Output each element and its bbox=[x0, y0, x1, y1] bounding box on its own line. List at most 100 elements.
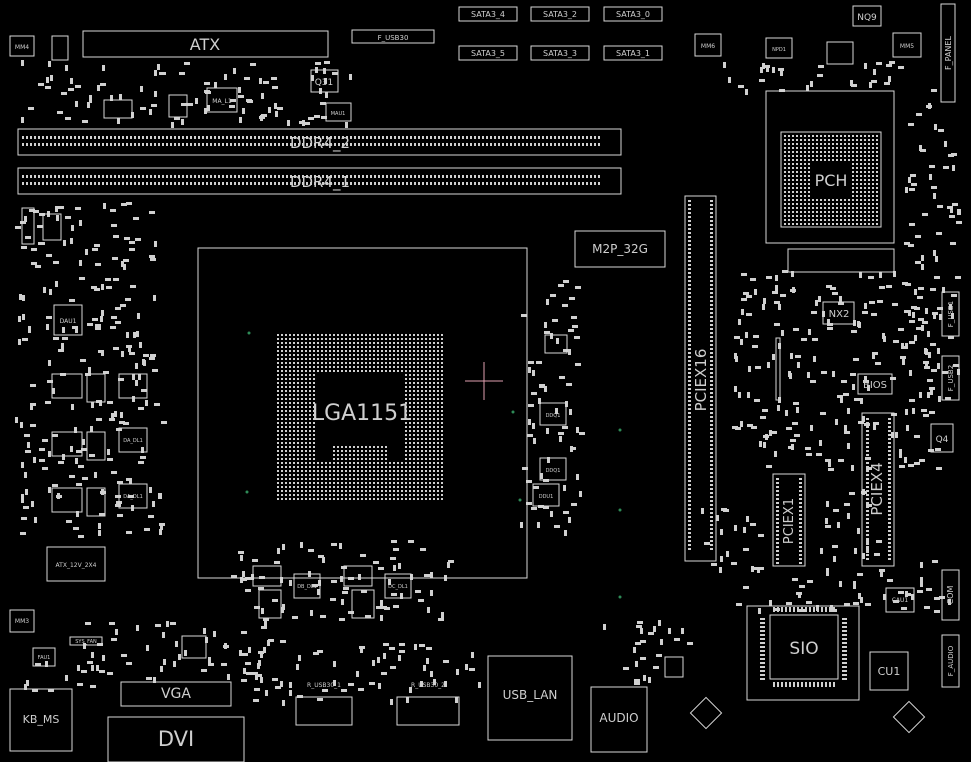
pciex4-slot[interactable] bbox=[861, 412, 895, 567]
cpu-pin bbox=[437, 454, 439, 456]
passive-pad bbox=[774, 323, 780, 326]
passive-pad bbox=[153, 295, 156, 301]
passive-pad bbox=[252, 559, 258, 562]
passive-pad bbox=[101, 350, 104, 356]
passive-pad bbox=[155, 624, 161, 627]
sata3-3-port[interactable] bbox=[530, 45, 590, 61]
sata3-1-port[interactable] bbox=[603, 45, 663, 61]
pch-ball bbox=[876, 223, 878, 225]
passive-pad bbox=[527, 434, 533, 437]
cpu-pin bbox=[329, 370, 331, 372]
pcie-contact bbox=[888, 470, 891, 472]
pcie-contact bbox=[776, 510, 779, 512]
cpu-pin bbox=[389, 494, 391, 496]
passive-pad bbox=[184, 62, 190, 65]
pch-ball bbox=[808, 187, 810, 189]
dimm-contact bbox=[238, 175, 240, 178]
atx-12v-2x4-connector[interactable] bbox=[46, 546, 106, 582]
f-audio-header[interactable] bbox=[941, 634, 960, 688]
pch-ball bbox=[792, 151, 794, 153]
pch-ball bbox=[856, 223, 858, 225]
sio-lead bbox=[785, 682, 787, 687]
dimm-contact bbox=[334, 136, 336, 139]
pcie-contact bbox=[710, 488, 713, 490]
dvi-port[interactable] bbox=[107, 716, 245, 762]
sata3-5-port[interactable] bbox=[458, 45, 518, 61]
cpu-pin bbox=[285, 378, 287, 380]
passive-pad bbox=[745, 332, 748, 338]
r-usb30-1-port[interactable] bbox=[295, 696, 353, 726]
pciex1-slot[interactable] bbox=[772, 473, 806, 567]
usb-lan-port[interactable] bbox=[487, 655, 573, 741]
pcie-contact bbox=[866, 546, 869, 548]
pch-die[interactable] bbox=[780, 131, 882, 228]
pch-ball bbox=[832, 155, 834, 157]
lga1151-socket[interactable] bbox=[197, 247, 528, 579]
audio-jack[interactable] bbox=[590, 686, 648, 753]
pcie-contact bbox=[776, 486, 779, 488]
cpu-pin bbox=[281, 362, 283, 364]
cpu-pin bbox=[309, 430, 311, 432]
dimm-contact bbox=[534, 136, 536, 139]
cpu-pin bbox=[417, 334, 419, 336]
ddr4-1-slot[interactable] bbox=[17, 167, 622, 195]
da-dl1-label-a: DA_DL1 bbox=[123, 438, 143, 444]
ddr4-2-slot[interactable] bbox=[17, 128, 622, 156]
cpu-pin bbox=[305, 494, 307, 496]
f-usb1-header[interactable] bbox=[941, 291, 960, 337]
passive-pad bbox=[876, 540, 882, 543]
cpu-pin bbox=[281, 474, 283, 476]
cpu-pin bbox=[277, 470, 279, 472]
bios-chip[interactable] bbox=[857, 373, 893, 395]
pch-ball bbox=[860, 147, 862, 149]
passive-pad bbox=[259, 78, 262, 84]
atx-connector[interactable] bbox=[82, 30, 329, 58]
passive-pad bbox=[289, 580, 292, 586]
pch-ball bbox=[840, 155, 842, 157]
passive-pad bbox=[287, 120, 290, 126]
vga-port[interactable] bbox=[120, 681, 232, 707]
com-header[interactable] bbox=[941, 569, 960, 621]
passive-pad bbox=[841, 380, 847, 383]
cpu-pin bbox=[373, 334, 375, 336]
passive-pad bbox=[759, 79, 765, 82]
pch-ball bbox=[796, 163, 798, 165]
sata3-2-port[interactable] bbox=[530, 6, 590, 22]
cpu-pin bbox=[425, 398, 427, 400]
pciex16-slot[interactable] bbox=[684, 195, 717, 562]
f-panel-header[interactable] bbox=[940, 3, 956, 103]
m2p-32g-slot[interactable] bbox=[574, 230, 666, 268]
dimm-contact bbox=[418, 175, 420, 178]
sys-fan-header[interactable] bbox=[69, 636, 103, 646]
sata3-4-port[interactable] bbox=[458, 6, 518, 22]
passive-pad bbox=[115, 321, 121, 324]
r-usb30-2-port[interactable] bbox=[396, 696, 460, 726]
passive-pad bbox=[141, 447, 144, 453]
pcie-contact bbox=[866, 430, 869, 432]
sata3-0-port[interactable] bbox=[603, 6, 663, 22]
passive-pad bbox=[898, 591, 904, 594]
kb-ms-port[interactable] bbox=[9, 688, 73, 752]
dimm-contact bbox=[582, 136, 584, 139]
f-usb2-header[interactable] bbox=[941, 355, 960, 401]
cpu-pin bbox=[285, 358, 287, 360]
passive-pad bbox=[34, 517, 37, 523]
via bbox=[245, 490, 249, 494]
pcie-contact bbox=[799, 478, 802, 480]
cpu-pin bbox=[329, 490, 331, 492]
cpu-pin bbox=[405, 370, 407, 372]
pcie-contact bbox=[799, 510, 802, 512]
q4-outline bbox=[930, 423, 954, 453]
cpu-pin bbox=[317, 370, 319, 372]
f-usb30-header[interactable] bbox=[351, 29, 435, 44]
cpu-pin bbox=[433, 354, 435, 356]
pcie-contact bbox=[710, 236, 713, 238]
pcie-contact bbox=[710, 356, 713, 358]
pcie-contact bbox=[688, 472, 691, 474]
cpu-pin bbox=[333, 494, 335, 496]
dimm-contact bbox=[426, 175, 428, 178]
cpu-pin bbox=[441, 362, 443, 364]
pch-ball bbox=[800, 191, 802, 193]
sio-chip[interactable] bbox=[769, 614, 839, 680]
passive-pad bbox=[75, 327, 78, 333]
